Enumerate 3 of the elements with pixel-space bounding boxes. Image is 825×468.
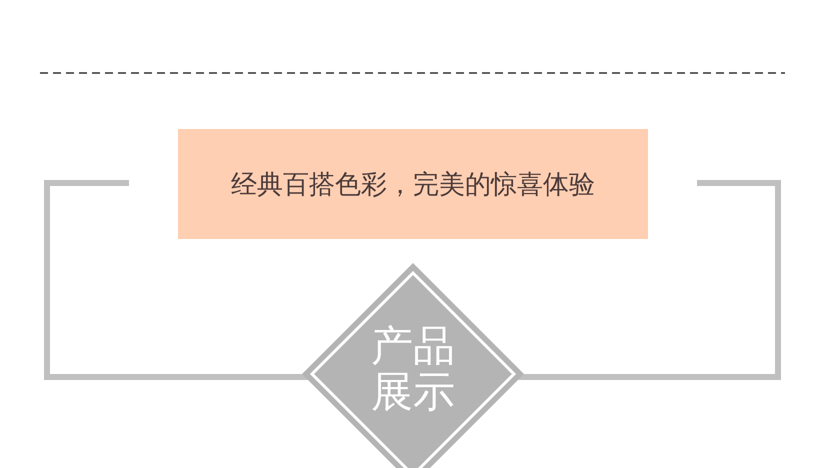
- diamond-title: 产品展示: [370, 323, 456, 415]
- banner-heading: 经典百搭色彩，完美的惊喜体验: [231, 168, 595, 202]
- heading-banner: [178, 129, 648, 239]
